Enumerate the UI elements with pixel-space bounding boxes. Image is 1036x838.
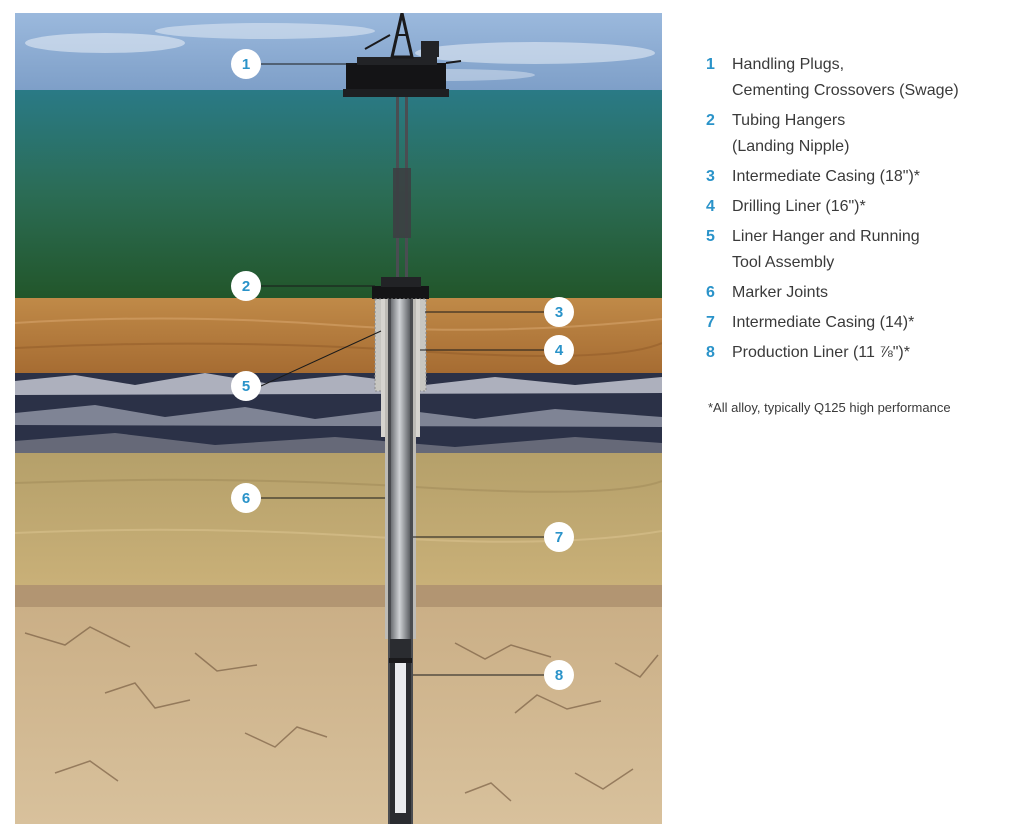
legend-number: 7 [706, 314, 715, 331]
legend-item-8: 8 Production Liner (11 ⅞")* [706, 340, 1026, 366]
callout-badge-3: 3 [544, 297, 574, 327]
callout-badge-8-number: 8 [555, 667, 563, 684]
callout-badge-8: 8 [544, 660, 574, 690]
legend-label: Intermediate Casing (18")* [732, 168, 920, 185]
callout-badge-6-number: 6 [242, 490, 250, 507]
component-legend: 1 Handling Plugs, Cementing Crossovers (… [706, 52, 1026, 370]
legend-number: 3 [706, 168, 715, 185]
callout-badge-7-number: 7 [555, 529, 563, 546]
dark-rock-layer [15, 373, 662, 453]
legend-item-6: 6 Marker Joints [706, 280, 1026, 306]
legend-label: Liner Hanger and Running [732, 228, 920, 245]
legend-item-1: 1 Handling Plugs, Cementing Crossovers (… [706, 52, 1026, 104]
callout-badge-2-number: 2 [242, 278, 250, 295]
callout-badge-5-number: 5 [242, 378, 250, 395]
legend-number: 2 [706, 112, 715, 129]
wellbore-diagram: 1 2 3 4 5 6 7 8 [15, 13, 662, 824]
legend-label: Intermediate Casing (14)* [732, 314, 915, 331]
legend-item-4: 4 Drilling Liner (16")* [706, 194, 1026, 220]
sand-layer [15, 453, 662, 585]
legend-label: Handling Plugs, [732, 56, 845, 73]
legend-label: Marker Joints [732, 284, 829, 301]
callout-badge-1: 1 [231, 49, 261, 79]
callout-badge-4: 4 [544, 335, 574, 365]
legend-label: Tubing Hangers [732, 112, 846, 129]
legend-item-3: 3 Intermediate Casing (18")* [706, 164, 1026, 190]
sea [15, 90, 662, 298]
legend-number: 5 [706, 228, 715, 245]
callout-badge-6: 6 [231, 483, 261, 513]
legend-number: 8 [706, 344, 715, 361]
well-casing [374, 298, 427, 824]
sky [15, 13, 662, 90]
legend-item-7: 7 Intermediate Casing (14)* [706, 310, 1026, 336]
legend-label: Production Liner (11 ⅞")* [732, 344, 910, 361]
leader-lines [260, 63, 544, 676]
legend-label: Cementing Crossovers (Swage) [732, 82, 959, 99]
legend-number: 4 [706, 198, 715, 215]
callout-badge-3-number: 3 [555, 304, 563, 321]
legend-number: 1 [706, 56, 715, 73]
callout-badge-2: 2 [231, 271, 261, 301]
legend-item-5: 5 Liner Hanger and Running Tool Assembly [706, 224, 1026, 276]
drilling-platform [343, 13, 462, 97]
callout-badge-5: 5 [231, 371, 261, 401]
legend-item-2: 2 Tubing Hangers (Landing Nipple) [706, 108, 1026, 160]
legend-number: 6 [706, 284, 715, 301]
cracked-ground-layer [15, 585, 662, 824]
legend-label: Drilling Liner (16")* [732, 198, 866, 215]
legend-label: Tool Assembly [732, 254, 835, 271]
callout-badge-7: 7 [544, 522, 574, 552]
callout-badge-1-number: 1 [242, 56, 250, 73]
wellhead [372, 277, 429, 299]
leader-line-5 [260, 330, 382, 387]
footnote: *All alloy, typically Q125 high performa… [708, 400, 951, 415]
callout-badge-4-number: 4 [555, 342, 564, 359]
riser [393, 93, 411, 283]
legend-label: (Landing Nipple) [732, 138, 850, 155]
